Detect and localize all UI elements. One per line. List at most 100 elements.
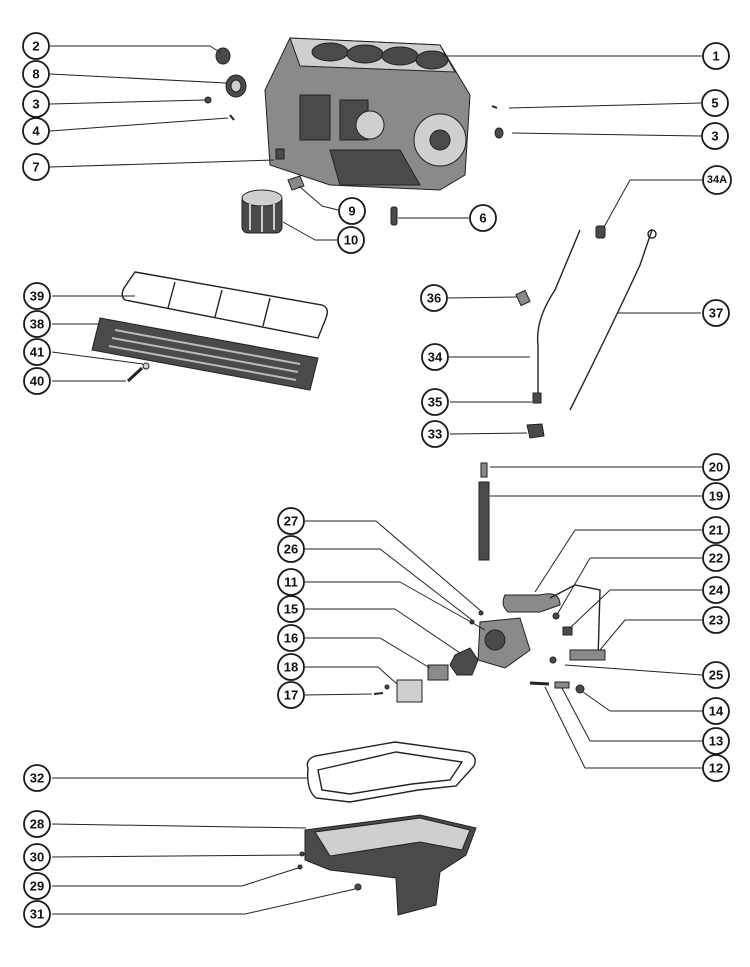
callout-3-right: 3 bbox=[701, 122, 729, 150]
svg-text:28: 28 bbox=[30, 817, 44, 832]
parts-illustrations bbox=[91, 37, 657, 916]
callout-31: 31 bbox=[23, 900, 51, 928]
svg-text:9: 9 bbox=[348, 204, 355, 219]
elbow-part-33 bbox=[526, 423, 545, 439]
plug-part-3-right bbox=[494, 127, 504, 139]
svg-text:35: 35 bbox=[428, 395, 442, 410]
washer-part-41 bbox=[142, 362, 150, 370]
callout-22: 22 bbox=[702, 544, 730, 572]
oil-pan-gasket-part-32 bbox=[306, 741, 476, 803]
callout-32: 32 bbox=[23, 764, 51, 792]
callout-28: 28 bbox=[23, 810, 51, 838]
clip-part-35 bbox=[532, 392, 542, 404]
plug-part-3-left bbox=[204, 96, 212, 104]
washer-part-25 bbox=[549, 656, 557, 664]
svg-text:37: 37 bbox=[709, 306, 723, 321]
svg-text:39: 39 bbox=[30, 289, 44, 304]
callout-34a: 34A bbox=[702, 165, 732, 195]
nut-part-22 bbox=[552, 612, 560, 620]
svg-text:1: 1 bbox=[712, 49, 719, 64]
callout-21: 21 bbox=[702, 516, 730, 544]
callout-7: 7 bbox=[22, 153, 50, 181]
svg-text:26: 26 bbox=[284, 542, 298, 557]
svg-text:3: 3 bbox=[711, 129, 718, 144]
svg-text:27: 27 bbox=[284, 514, 298, 529]
callout-38: 38 bbox=[23, 310, 51, 338]
callout-39: 39 bbox=[23, 282, 51, 310]
svg-text:23: 23 bbox=[709, 613, 723, 628]
gear-part-15 bbox=[449, 647, 479, 676]
callout-15: 15 bbox=[277, 595, 305, 623]
oil-pan-part-28 bbox=[304, 814, 477, 916]
svg-text:41: 41 bbox=[30, 345, 44, 360]
callout-12: 12 bbox=[702, 754, 730, 782]
callout-35: 35 bbox=[421, 388, 449, 416]
callout-19: 19 bbox=[702, 482, 730, 510]
callout-34: 34 bbox=[421, 343, 449, 371]
dipstick-tube-part-34 bbox=[536, 229, 581, 395]
callout-33: 33 bbox=[421, 420, 449, 448]
callout-2: 2 bbox=[22, 32, 50, 60]
pickup-screen-part-21 bbox=[502, 593, 561, 613]
svg-text:11: 11 bbox=[284, 575, 298, 590]
callout-13: 13 bbox=[702, 727, 730, 755]
plate-part-18 bbox=[396, 679, 423, 703]
nut-part-24 bbox=[562, 626, 573, 636]
pin-part-4 bbox=[229, 114, 235, 121]
plug-part-29 bbox=[297, 864, 303, 870]
svg-text:6: 6 bbox=[479, 211, 486, 226]
callout-26: 26 bbox=[277, 535, 305, 563]
cap-part-34A bbox=[595, 225, 606, 239]
pin-part-12 bbox=[529, 681, 550, 686]
svg-text:33: 33 bbox=[428, 427, 442, 442]
oil-pump-assembly bbox=[373, 584, 606, 703]
svg-text:22: 22 bbox=[709, 551, 723, 566]
svg-text:32: 32 bbox=[30, 771, 44, 786]
dowel-part-6 bbox=[390, 206, 398, 226]
seal-part-2 bbox=[215, 47, 231, 65]
callout-40: 40 bbox=[23, 367, 51, 395]
fitting-part-7 bbox=[275, 148, 285, 160]
svg-text:34A: 34A bbox=[707, 174, 727, 186]
pickup-tube bbox=[549, 584, 601, 661]
svg-text:25: 25 bbox=[709, 668, 723, 683]
svg-text:19: 19 bbox=[709, 489, 723, 504]
callout-27: 27 bbox=[277, 507, 305, 535]
svg-text:3: 3 bbox=[32, 97, 39, 112]
svg-text:20: 20 bbox=[709, 460, 723, 475]
dipstick-part-37 bbox=[569, 229, 653, 411]
svg-text:38: 38 bbox=[30, 317, 44, 332]
svg-text:36: 36 bbox=[427, 291, 441, 306]
callout-11: 11 bbox=[277, 568, 305, 596]
washer-part-30 bbox=[299, 851, 305, 857]
callout-36: 36 bbox=[420, 284, 448, 312]
svg-text:17: 17 bbox=[284, 688, 298, 703]
callout-16: 16 bbox=[277, 624, 305, 652]
svg-text:2: 2 bbox=[32, 39, 39, 54]
callout-9: 9 bbox=[338, 197, 366, 225]
callout-20: 20 bbox=[702, 453, 730, 481]
svg-text:7: 7 bbox=[32, 160, 39, 175]
callout-41: 41 bbox=[23, 338, 51, 366]
spring-part-36 bbox=[515, 289, 531, 307]
callout-1: 1 bbox=[702, 42, 730, 70]
pin-part-20 bbox=[480, 462, 488, 478]
svg-text:13: 13 bbox=[709, 734, 723, 749]
callout-25: 25 bbox=[702, 661, 730, 689]
plug-part-14 bbox=[575, 684, 585, 694]
callout-37: 37 bbox=[702, 299, 730, 327]
callout-4: 4 bbox=[22, 117, 50, 145]
side-cover-part-38 bbox=[91, 317, 319, 391]
bracket-part-23 bbox=[569, 649, 606, 661]
svg-text:30: 30 bbox=[30, 850, 44, 865]
callouts: 1 2 8 3 4 7 5 3 34A 9 10 6 39 38 41 40 3… bbox=[22, 32, 732, 928]
callout-8: 8 bbox=[22, 60, 50, 88]
bolt-part-40 bbox=[126, 366, 144, 383]
callout-30: 30 bbox=[23, 843, 51, 871]
callout-3-left: 3 bbox=[22, 90, 50, 118]
plug-part-31 bbox=[354, 883, 362, 891]
svg-text:34: 34 bbox=[428, 350, 443, 365]
svg-text:31: 31 bbox=[30, 907, 44, 922]
shaft-part-19 bbox=[478, 481, 490, 561]
